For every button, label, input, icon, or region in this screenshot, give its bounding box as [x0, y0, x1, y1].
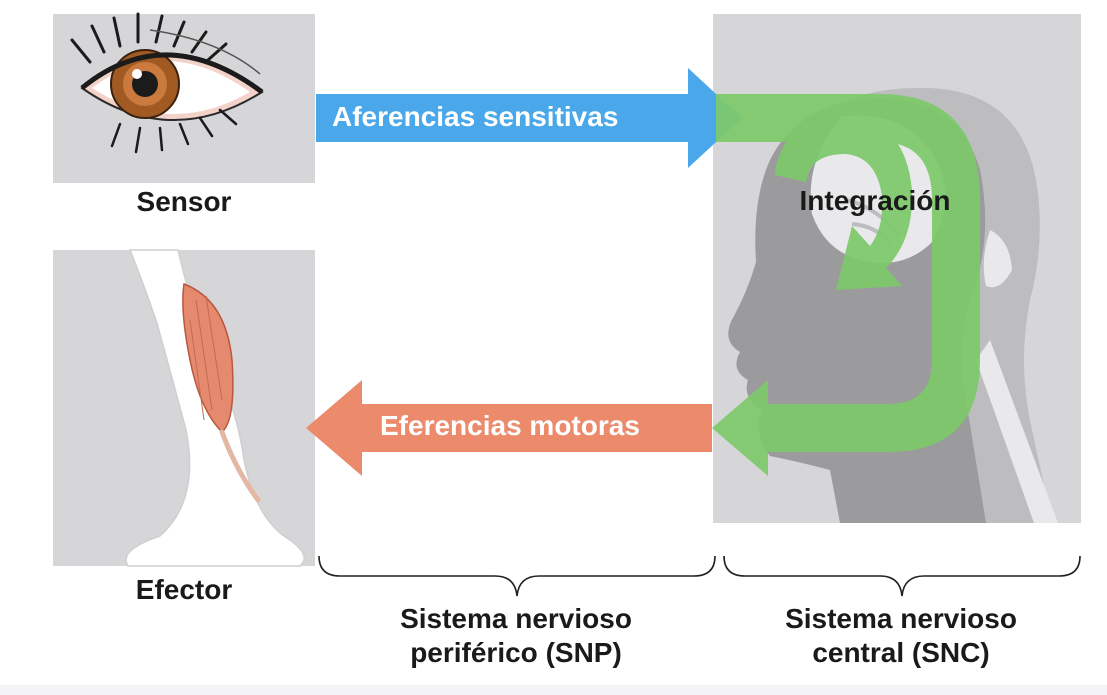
effector-label: Efector	[135, 574, 233, 605]
afferent-label: Aferencias sensitivas	[332, 101, 619, 132]
pns-label: Sistema nervioso periférico (SNP)	[316, 602, 716, 670]
cns-label-line1: Sistema nervioso	[785, 603, 1017, 634]
cns-brace	[723, 555, 1081, 597]
efferent-label: Eferencias motoras	[380, 410, 640, 441]
afferent-arrow	[316, 68, 742, 168]
cns-label: Sistema nervioso central (SNC)	[720, 602, 1082, 670]
pns-brace	[318, 555, 716, 597]
eye-icon	[70, 12, 264, 154]
footer-strip	[0, 685, 1107, 695]
cns-label-line2: central (SNC)	[812, 637, 990, 668]
pns-label-line2: periférico (SNP)	[410, 637, 622, 668]
effector-panel	[53, 249, 315, 567]
leg-muscle-icon	[125, 249, 305, 567]
efferent-arrow	[306, 380, 712, 476]
sensor-panel	[53, 12, 315, 183]
pns-label-line1: Sistema nervioso	[400, 603, 632, 634]
sensor-label: Sensor	[136, 186, 232, 217]
integration-loop-arrow	[712, 94, 980, 476]
integration-label: Integración	[799, 185, 951, 216]
